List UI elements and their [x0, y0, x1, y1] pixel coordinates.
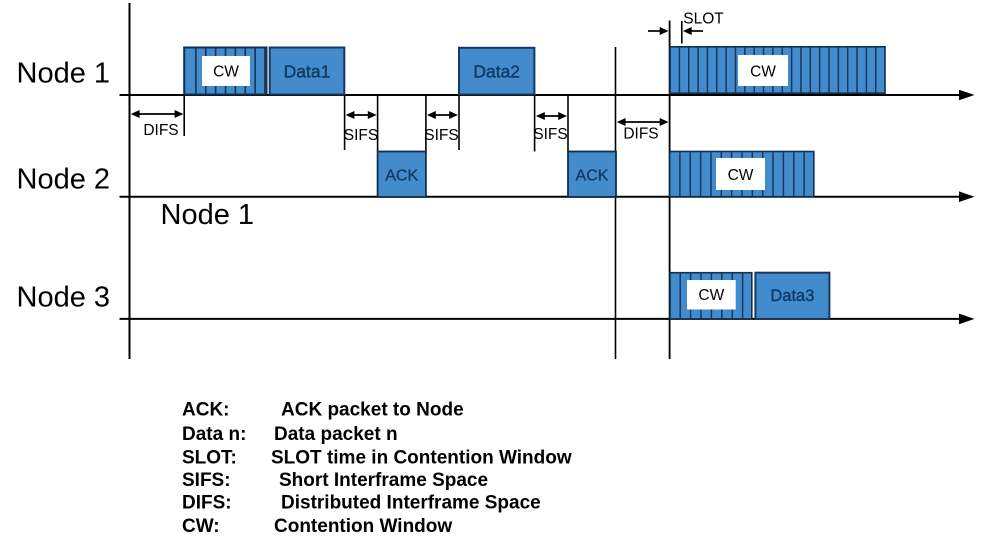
svg-text:CW: CW [213, 63, 239, 80]
svg-text:Node 3: Node 3 [17, 282, 111, 314]
svg-text:SLOT: SLOT [683, 11, 724, 28]
svg-text:ACK:: ACK: [182, 400, 230, 421]
svg-text:Node 1: Node 1 [17, 58, 111, 90]
svg-text:ACK: ACK [385, 168, 418, 185]
svg-text:CW:: CW: [182, 516, 220, 537]
svg-text:Node 1: Node 1 [161, 199, 255, 231]
svg-text:DIFS: DIFS [623, 126, 658, 143]
svg-text:ACK: ACK [576, 168, 609, 185]
svg-text:SIFS: SIFS [344, 127, 378, 144]
svg-text:Contention Window: Contention Window [274, 516, 452, 537]
svg-text:CW: CW [750, 63, 776, 80]
svg-text:DIFS: DIFS [143, 122, 178, 139]
svg-text:SIFS: SIFS [424, 127, 458, 144]
svg-text:Data1: Data1 [284, 62, 331, 82]
svg-text:CW: CW [728, 167, 754, 184]
svg-text:SLOT time in Contention Window: SLOT time in Contention Window [271, 448, 572, 469]
svg-text:SLOT:: SLOT: [182, 448, 237, 469]
svg-text:Data2: Data2 [473, 62, 520, 82]
svg-text:Data3: Data3 [770, 287, 814, 305]
svg-text:Node 2: Node 2 [17, 164, 111, 196]
svg-text:SIFS:: SIFS: [182, 470, 231, 491]
svg-text:Distributed Interframe Space: Distributed Interframe Space [281, 493, 541, 514]
svg-text:SIFS: SIFS [533, 126, 567, 143]
svg-text:CW: CW [698, 287, 724, 304]
svg-text:Data packet n: Data packet n [274, 424, 398, 445]
svg-text:DIFS:: DIFS: [182, 493, 232, 514]
svg-text:Data n:: Data n: [182, 424, 246, 445]
svg-text:ACK packet to Node: ACK packet to Node [281, 400, 464, 421]
svg-text:Short Interframe Space: Short Interframe Space [279, 470, 488, 491]
